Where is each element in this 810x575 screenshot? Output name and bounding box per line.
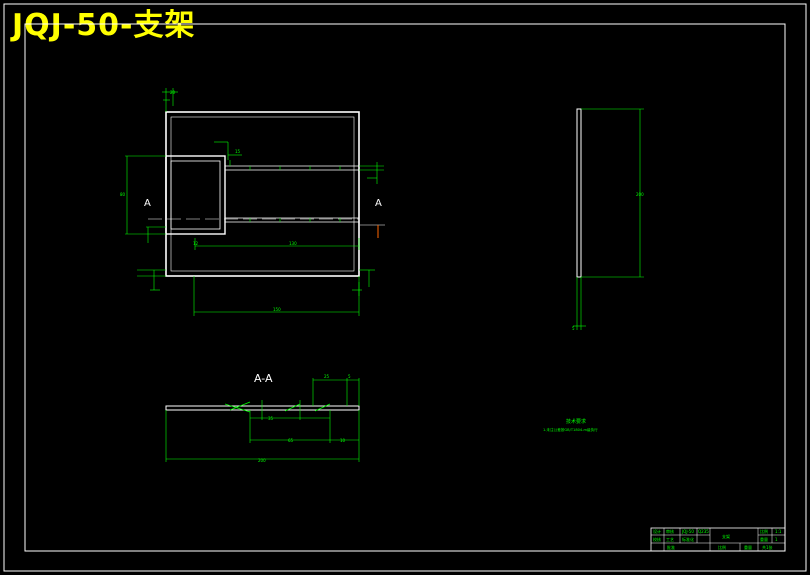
title-block-cell: 校核 <box>653 536 661 542</box>
title-block-cell: 批准 <box>667 544 675 550</box>
window-outer <box>165 155 226 235</box>
title-block-scale: 1:1 <box>775 529 782 534</box>
dim-text: 20 <box>170 90 176 95</box>
title-block-part-name: 支架 <box>722 533 730 539</box>
title-block-cell: 比例 <box>760 528 768 534</box>
dim-text: 25 <box>324 374 330 379</box>
title-block-cell: 标准化 <box>682 536 694 542</box>
dim-text: 35 <box>268 416 274 421</box>
dim-text: 150 <box>273 307 281 312</box>
dim-text: 5 <box>348 374 351 379</box>
drawing-title: JQJ-50-支架 <box>12 8 196 43</box>
dim-text: 130 <box>289 241 297 246</box>
notes-line: 1.未注公差按GB/T1804-m级执行 <box>543 427 598 432</box>
title-block-material: Q235 <box>698 529 709 534</box>
frame-inner <box>170 116 355 272</box>
window-inner <box>170 160 221 230</box>
side-view: 200 5 <box>572 108 644 331</box>
title-block-cell: 比例 <box>718 544 726 550</box>
dim-text: 5 <box>572 326 575 331</box>
front-view <box>148 111 385 277</box>
title-block-cell: 审核 <box>666 528 674 534</box>
front-view-dimensions <box>125 88 384 316</box>
title-block-cell: 工艺 <box>666 537 674 542</box>
dim-text: 15 <box>235 149 241 154</box>
section-view-label: A-A <box>254 372 273 385</box>
title-block-sheet: 1 <box>775 537 778 542</box>
title-block-cell: 共1张 <box>762 544 773 550</box>
dim-text: 65 <box>288 438 294 443</box>
outer-border <box>3 3 807 572</box>
title-block-cell: 重量 <box>744 544 752 550</box>
notes-heading: 技术要求 <box>566 418 586 425</box>
dim-text: 200 <box>258 458 266 463</box>
title-block-cell: 设计 <box>653 528 661 534</box>
title-block-cell: 重量 <box>760 536 768 542</box>
dim-text: 10 <box>340 438 346 443</box>
dim-text: 12 <box>193 241 199 246</box>
section-label-left: A <box>144 198 151 209</box>
dim-text: 80 <box>120 192 126 197</box>
frame-outer <box>165 111 360 277</box>
title-block-drawing-no: JQJ-50 <box>681 529 694 534</box>
inner-border <box>24 23 786 552</box>
section-label-right: A <box>375 198 382 209</box>
title-block: 设计 校核 审核 工艺 JQJ-50 标准化 Q235 批准 支架 比例 重量 … <box>650 527 786 552</box>
side-plate <box>576 108 582 278</box>
section-plate <box>165 405 360 411</box>
section-view: 200 65 10 35 25 5 <box>165 374 360 463</box>
dim-text: 200 <box>636 192 644 197</box>
